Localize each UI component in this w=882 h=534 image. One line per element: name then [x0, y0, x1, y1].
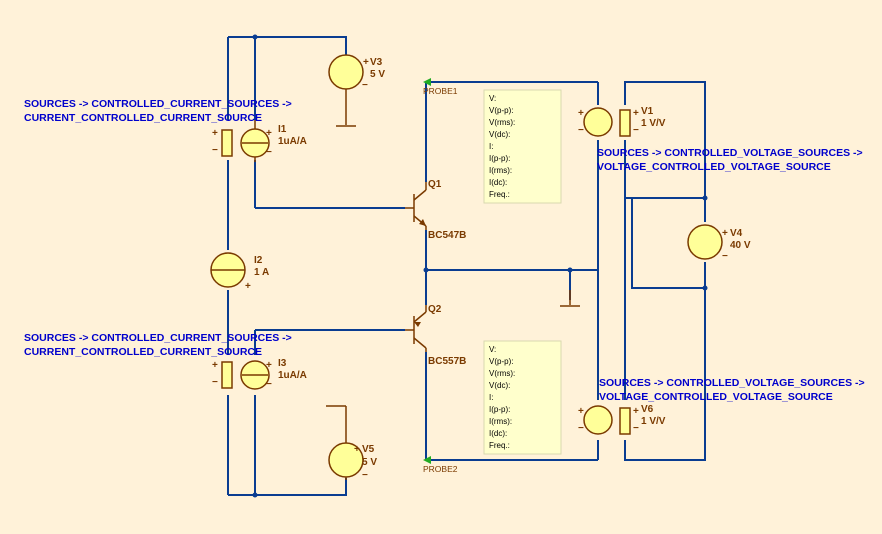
meter-bottom-line-2: V(rms): — [489, 369, 515, 378]
v4-minus: − — [722, 251, 728, 262]
i2-value: 1 A — [254, 267, 269, 278]
meter-bottom-line-0: V: — [489, 345, 496, 354]
ground-symbol — [560, 290, 580, 307]
meter-bottom-line-6: I(rms): — [489, 417, 512, 426]
meter-bottom-line-1: V(p-p): — [489, 357, 513, 366]
annotation-cccs-top: SOURCES -> CONTROLLED_CURRENT_SOURCES ->… — [24, 98, 292, 124]
i2-name: I2 — [254, 255, 263, 266]
q2-name: Q2 — [428, 304, 442, 315]
voltage-source-v3[interactable]: + V3 5 V − — [328, 54, 385, 127]
i3-name: I3 — [278, 358, 287, 369]
v1-plus: + — [633, 108, 639, 119]
i1-sense-minus: − — [212, 145, 218, 156]
cccs-bottom-line1: SOURCES -> CONTROLLED_CURRENT_SOURCES -> — [24, 332, 292, 344]
meter-panel-top: V: V(p-p): V(rms): V(dc): I: I(p-p): I(rms): I(… — [483, 89, 562, 204]
v6-name: V6 — [641, 404, 654, 415]
meter-bottom-line-5: I(p-p): — [489, 405, 510, 414]
meter-top-line-3: V(dc): — [489, 130, 510, 139]
v6-ctrl-minus: − — [578, 423, 584, 434]
v3-minus: − — [362, 80, 368, 91]
v6-value: 1 V/V — [641, 416, 666, 427]
v1-ctrl-plus: + — [578, 108, 584, 119]
probe1[interactable]: PROBE1 — [423, 78, 458, 96]
current-source-i1[interactable]: + − + − I1 1uA/A — [212, 120, 307, 162]
v3-plus: + — [363, 57, 369, 68]
i1-plus: + — [266, 128, 272, 139]
voltage-source-v4[interactable]: + V4 40 V − — [687, 224, 751, 262]
vcvs-bottom-line1: SOURCES -> CONTROLLED_VOLTAGE_SOURCES -> — [599, 377, 865, 389]
i3-minus: − — [266, 379, 272, 390]
i1-name: I1 — [278, 124, 287, 135]
vcvs-v6[interactable]: + − + − V6 1 V/V — [578, 404, 666, 435]
meter-bottom-line-4: I: — [489, 393, 493, 402]
current-source-i2[interactable]: + I2 1 A — [210, 252, 269, 292]
q1-name: Q1 — [428, 179, 442, 190]
i1-sense-plus: + — [212, 128, 218, 139]
cccs-top-line1: SOURCES -> CONTROLLED_CURRENT_SOURCES -> — [24, 98, 292, 110]
vcvs-v1[interactable]: + − + − V1 1 V/V — [578, 106, 666, 137]
annotation-vcvs-top: SOURCES -> CONTROLLED_VOLTAGE_SOURCES ->… — [597, 147, 863, 173]
v3-value: 5 V — [370, 69, 385, 80]
cccs-bottom-line2: CURRENT_CONTROLLED_CURRENT_SOURCE — [24, 346, 262, 358]
meter-top-line-5: I(p-p): — [489, 154, 510, 163]
meter-top-line-2: V(rms): — [489, 118, 515, 127]
i3-plus: + — [266, 360, 272, 371]
probe2-label: PROBE2 — [423, 464, 458, 474]
probe2[interactable]: PROBE2 — [423, 456, 458, 474]
vcvs-top-line2: VOLTAGE_CONTROLLED_VOLTAGE_SOURCE — [597, 161, 831, 173]
i2-plus: + — [245, 281, 251, 292]
wires — [227, 36, 706, 496]
meter-bottom-line-8: Freq.: — [489, 441, 510, 450]
meter-top-line-7: I(dc): — [489, 178, 507, 187]
annotation-cccs-bottom: SOURCES -> CONTROLLED_CURRENT_SOURCES ->… — [24, 332, 292, 358]
annotation-vcvs-bottom: SOURCES -> CONTROLLED_VOLTAGE_SOURCES ->… — [599, 377, 865, 403]
v6-minus: − — [633, 423, 639, 434]
v1-ctrl-minus: − — [578, 125, 584, 136]
probe1-label: PROBE1 — [423, 86, 458, 96]
meter-top-line-1: V(p-p): — [489, 106, 513, 115]
i3-sense-minus: − — [212, 377, 218, 388]
meter-top-line-4: I: — [489, 142, 493, 151]
cccs-top-line2: CURRENT_CONTROLLED_CURRENT_SOURCE — [24, 112, 262, 124]
v1-minus: − — [633, 125, 639, 136]
transistor-q2[interactable]: Q2 BC557B — [405, 304, 466, 367]
v4-plus: + — [722, 228, 728, 239]
v6-ctrl-plus: + — [578, 406, 584, 417]
meter-bottom-line-7: I(dc): — [489, 429, 507, 438]
v1-name: V1 — [641, 106, 654, 117]
v5-name: V5 — [362, 444, 375, 455]
q2-model: BC557B — [428, 356, 466, 367]
i1-value: 1uA/A — [278, 136, 307, 147]
v5-plus: + — [354, 444, 360, 455]
voltage-source-v5[interactable]: + V5 5 V − — [326, 405, 377, 481]
v6-plus: + — [633, 406, 639, 417]
v5-minus: − — [362, 470, 368, 481]
meter-panel-bottom: V: V(p-p): V(rms): V(dc): I: I(p-p): I(rms): I(… — [483, 340, 562, 455]
v3-name: V3 — [370, 57, 383, 68]
current-source-i3[interactable]: + − + − I3 1uA/A — [212, 358, 307, 390]
meter-bottom-line-3: V(dc): — [489, 381, 510, 390]
i3-value: 1uA/A — [278, 370, 307, 381]
q1-model: BC547B — [428, 230, 466, 241]
meter-top-line-6: I(rms): — [489, 166, 512, 175]
vcvs-top-line1: SOURCES -> CONTROLLED_VOLTAGE_SOURCES -> — [597, 147, 863, 159]
v4-value: 40 V — [730, 240, 751, 251]
i1-minus: − — [266, 147, 272, 158]
vcvs-bottom-line2: VOLTAGE_CONTROLLED_VOLTAGE_SOURCE — [599, 391, 833, 403]
v1-value: 1 V/V — [641, 118, 666, 129]
transistor-q1[interactable]: Q1 BC547B — [405, 179, 466, 241]
i3-sense-plus: + — [212, 360, 218, 371]
meter-top-line-8: Freq.: — [489, 190, 510, 199]
meter-top-line-0: V: — [489, 94, 496, 103]
v5-value: 5 V — [362, 457, 377, 468]
junctions — [252, 34, 708, 498]
v4-name: V4 — [730, 228, 743, 239]
